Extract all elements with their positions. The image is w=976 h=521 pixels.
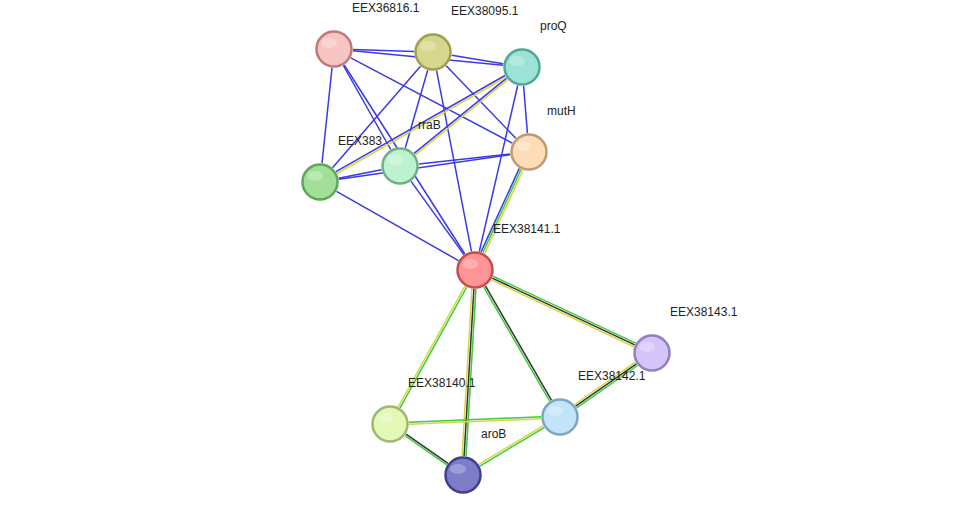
interaction-edge: [484, 286, 552, 401]
evidence-line: [337, 191, 459, 260]
interaction-edge: [405, 70, 427, 147]
interaction-edge: [339, 155, 510, 180]
evidence-line: [452, 55, 504, 64]
interaction-edge: [405, 434, 448, 465]
evidence-line: [415, 80, 508, 155]
protein-node: EEX38095.1: [414, 33, 452, 71]
circle-shape: [416, 35, 451, 70]
node-label: rraB: [418, 118, 441, 132]
evidence-line: [485, 170, 523, 254]
protein-node: EEX38143.1: [633, 334, 671, 372]
interaction-edge: [481, 168, 523, 253]
interaction-edge: [339, 170, 382, 179]
protein-node: mutH: [510, 133, 548, 171]
evidence-line: [464, 289, 474, 456]
evidence-line: [339, 170, 382, 179]
node-label: proQ: [540, 19, 567, 33]
evidence-line: [339, 155, 510, 180]
evidence-line: [409, 419, 541, 424]
evidence-line: [414, 78, 507, 153]
interaction-edge: [409, 417, 541, 424]
node-circle: [315, 30, 353, 68]
node-circle: [541, 398, 579, 436]
node-circle: [510, 133, 548, 171]
evidence-line: [411, 181, 464, 254]
evidence-line: [322, 68, 332, 163]
protein-node: EEX36816.1: [315, 30, 353, 68]
circle-highlight: [387, 155, 403, 165]
circle-highlight: [307, 171, 323, 181]
node-label: EEX38143.1: [670, 305, 737, 319]
circle-highlight: [420, 41, 436, 51]
node-label: EEX38140.1: [408, 376, 475, 390]
evidence-line: [419, 154, 510, 164]
circle-highlight: [321, 38, 337, 48]
evidence-line: [575, 362, 636, 404]
circle-highlight: [462, 259, 478, 269]
protein-node: proQ: [503, 48, 541, 86]
node-circle: [371, 405, 409, 443]
circle-shape: [512, 135, 547, 170]
evidence-line: [524, 86, 528, 133]
interaction-edge: [462, 289, 476, 456]
circle-shape: [383, 149, 418, 184]
circle-shape: [373, 407, 408, 442]
evidence-line: [481, 168, 519, 252]
protein-node: EEX38142.1: [541, 398, 579, 436]
evidence-line: [484, 287, 550, 401]
interaction-edge: [491, 276, 635, 346]
evidence-line: [493, 276, 635, 343]
evidence-line: [483, 169, 521, 252]
interaction-edge: [524, 86, 528, 133]
node-label: EEX36816.1: [352, 1, 419, 15]
node-circle: [503, 48, 541, 86]
circle-highlight: [547, 406, 563, 416]
interaction-edge: [479, 426, 544, 466]
protein-node: EEX38140.1: [371, 405, 409, 443]
evidence-line: [405, 436, 447, 465]
node-label: EEX38142.1: [578, 369, 645, 383]
node-circle: [414, 33, 452, 71]
evidence-line: [462, 289, 472, 456]
interaction-edge: [452, 55, 504, 64]
node-label: aroB: [481, 427, 506, 441]
protein-node: EEX38141.1: [456, 251, 494, 289]
circle-shape: [303, 165, 338, 200]
interaction-edge: [411, 181, 464, 254]
circle-highlight: [377, 413, 393, 423]
node-label: EEX383: [338, 134, 382, 148]
node-circle: [381, 147, 419, 185]
circle-shape: [635, 336, 670, 371]
circle-shape: [446, 458, 481, 493]
node-label: mutH: [547, 104, 576, 118]
evidence-line: [406, 434, 448, 463]
circle-shape: [505, 50, 540, 85]
interaction-edge: [419, 154, 510, 164]
circle-highlight: [516, 141, 532, 151]
interaction-edge: [414, 78, 508, 155]
node-label: EEX38095.1: [451, 4, 518, 18]
evidence-line: [485, 286, 551, 400]
evidence-line: [479, 426, 543, 465]
circle-shape: [317, 32, 352, 67]
circle-highlight: [450, 464, 466, 474]
protein-node: aroB: [444, 456, 482, 494]
node-circle: [301, 163, 339, 201]
circle-shape: [543, 400, 578, 435]
interaction-edge: [337, 191, 459, 260]
protein-node: rraB: [381, 147, 419, 185]
circle-highlight: [509, 56, 525, 66]
node-label: EEX38141.1: [493, 222, 560, 236]
circle-shape: [458, 253, 493, 288]
protein-node: EEX383: [301, 163, 339, 201]
circle-highlight: [639, 342, 655, 352]
node-circle: [456, 251, 494, 289]
node-circle: [633, 334, 671, 372]
evidence-line: [480, 428, 544, 467]
interaction-edge: [322, 68, 332, 163]
node-circle: [444, 456, 482, 494]
evidence-line: [405, 70, 427, 147]
